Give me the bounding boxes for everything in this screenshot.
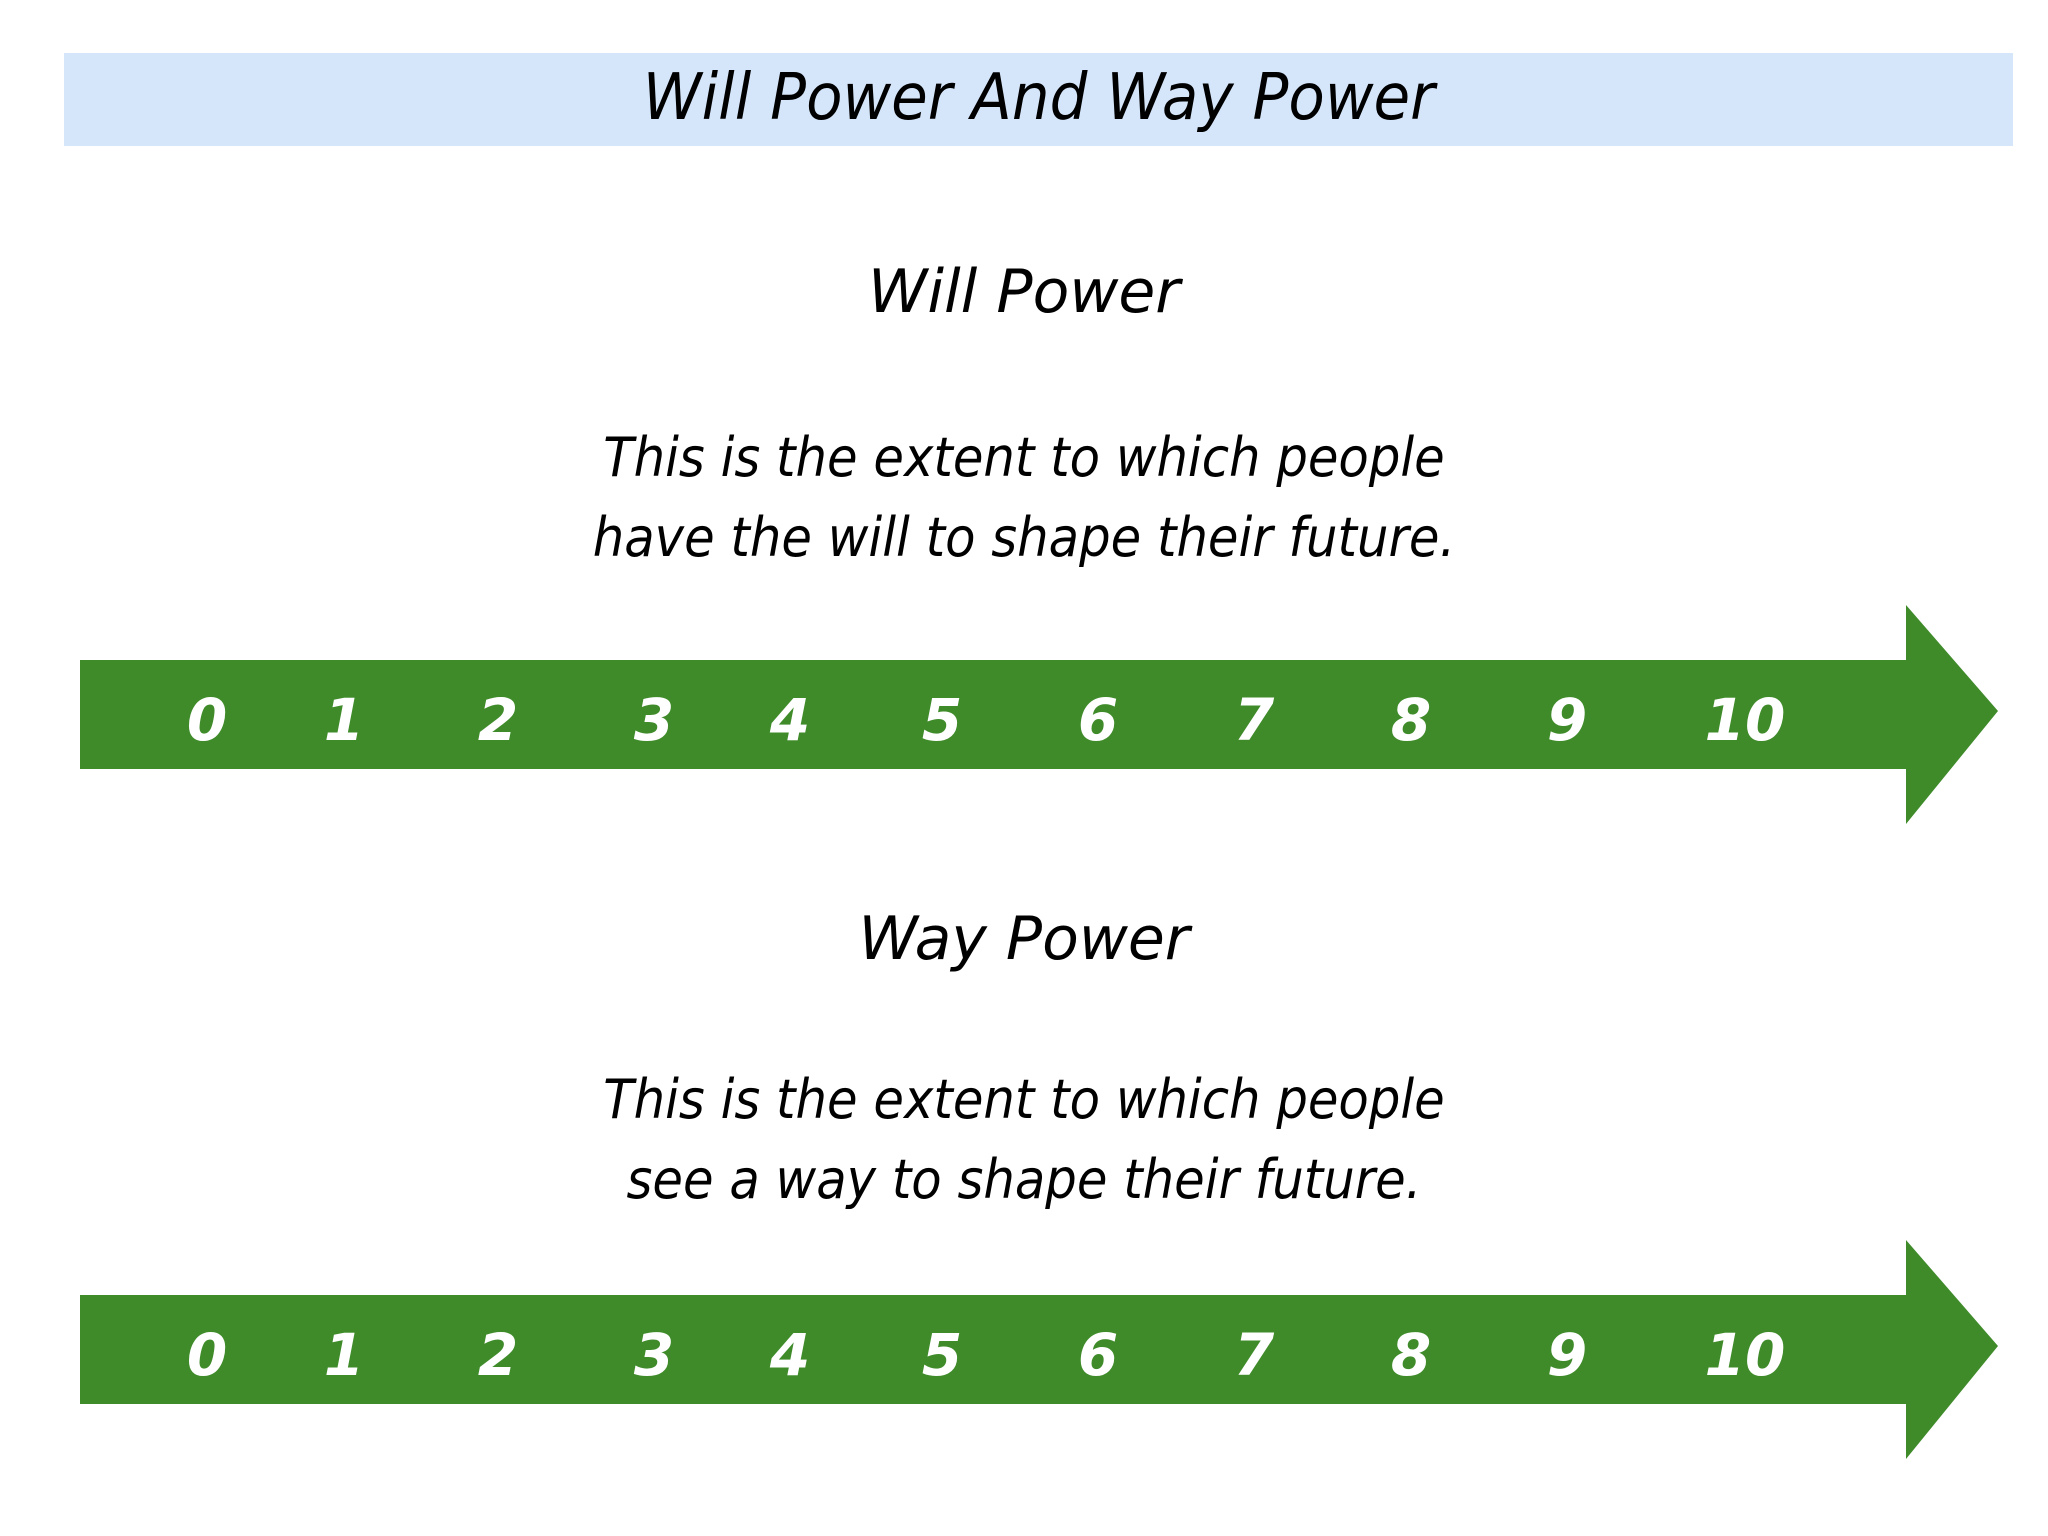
way-power-description-line-2: see a way to shape their future. — [626, 1148, 1422, 1211]
scale-tick-4: 4 — [769, 1321, 811, 1389]
way-power-description-line-1: This is the extent to which people — [603, 1068, 1445, 1131]
way-power-heading: Way Power — [858, 904, 1190, 974]
scale-tick-3: 3 — [633, 686, 675, 754]
way-power-scale-arrow: 0 1 2 3 4 5 6 7 8 9 10 — [0, 1240, 2048, 1460]
scale-tick-2: 2 — [477, 686, 519, 754]
will-power-description: This is the extent to which people have … — [0, 418, 2048, 578]
scale-tick-3: 3 — [633, 1321, 675, 1389]
scale-tick-9: 9 — [1546, 686, 1588, 754]
scale-tick-9: 9 — [1546, 1321, 1588, 1389]
will-power-description-line-2: have the will to shape their future. — [592, 506, 1456, 569]
scale-tick-8: 8 — [1390, 686, 1432, 754]
scale-tick-1: 1 — [323, 686, 365, 754]
will-power-description-line-1: This is the extent to which people — [603, 426, 1445, 489]
scale-tick-5: 5 — [921, 1321, 963, 1389]
scale-tick-0: 0 — [186, 1321, 228, 1389]
scale-tick-0: 0 — [186, 686, 228, 754]
scale-tick-4: 4 — [769, 686, 811, 754]
scale-tick-10: 10 — [1704, 686, 1786, 754]
scale-tick-2: 2 — [477, 1321, 519, 1389]
scale-tick-7: 7 — [1233, 686, 1275, 754]
scale-tick-6: 6 — [1077, 1321, 1119, 1389]
scale-tick-1: 1 — [323, 1321, 365, 1389]
way-power-description: This is the extent to which people see a… — [0, 1060, 2048, 1220]
arrow-right-icon — [80, 1240, 1998, 1459]
title-band: Will Power And Way Power — [64, 53, 2013, 146]
scale-tick-5: 5 — [921, 686, 963, 754]
will-power-scale-arrow: 0 1 2 3 4 5 6 7 8 9 10 — [0, 605, 2048, 825]
will-power-heading: Will Power — [868, 257, 1180, 327]
arrow-right-icon — [80, 605, 1998, 824]
scale-tick-8: 8 — [1390, 1321, 1432, 1389]
page-title: Will Power And Way Power — [642, 60, 1435, 135]
scale-tick-10: 10 — [1704, 1321, 1786, 1389]
scale-tick-6: 6 — [1077, 686, 1119, 754]
scale-tick-7: 7 — [1233, 1321, 1275, 1389]
